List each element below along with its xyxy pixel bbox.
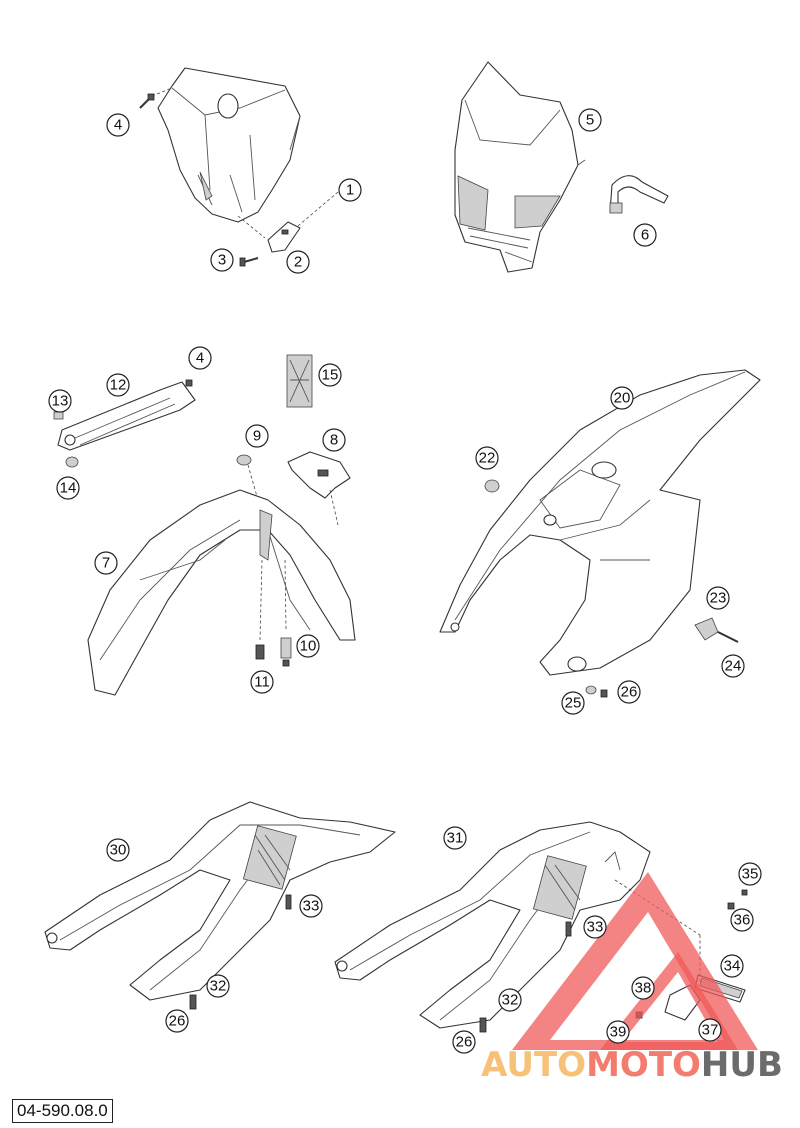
watermark-moto: MOTO xyxy=(586,1045,701,1085)
callout: 33 xyxy=(299,894,323,918)
headlight-clamp-part xyxy=(609,175,669,214)
callout: 15 xyxy=(318,363,342,387)
callout-label: 3 xyxy=(218,252,226,269)
callout: 38 xyxy=(631,976,655,1000)
callout-label: 32 xyxy=(502,992,519,1009)
callout: 23 xyxy=(706,586,730,610)
watermark-text: AUTOMOTOHUB xyxy=(481,1045,783,1085)
callout-label: 32 xyxy=(210,978,227,995)
watermark-hub: HUB xyxy=(701,1045,783,1085)
callout-label: 9 xyxy=(253,428,261,445)
callout: 26 xyxy=(452,1030,476,1054)
rear-fender-part xyxy=(439,369,761,698)
side-panel-part xyxy=(334,821,651,1029)
callout-label: 26 xyxy=(169,1013,186,1030)
watermark-logo: AUTOMOTOHUB xyxy=(481,872,783,1085)
mask-bracket-part xyxy=(237,191,339,253)
callout-label: 22 xyxy=(479,450,496,467)
callout-label: 23 xyxy=(710,590,727,607)
callout: 9 xyxy=(245,424,269,448)
callout: 22 xyxy=(475,446,499,470)
callout: 32 xyxy=(498,988,522,1012)
callout-label: 36 xyxy=(734,912,751,929)
callout-label: 24 xyxy=(725,658,742,675)
document-code: 04-590.08.0 xyxy=(12,1099,113,1123)
callout: 39 xyxy=(606,1020,630,1044)
headlight-mask-part xyxy=(454,61,586,273)
callout: 33 xyxy=(583,915,607,939)
callout-label: 7 xyxy=(102,555,110,572)
fender-bracket-part xyxy=(247,451,351,526)
callout-label: 31 xyxy=(447,830,464,847)
callout-label: 33 xyxy=(303,898,320,915)
callout: 4 xyxy=(106,113,130,137)
callout: 3 xyxy=(210,248,234,272)
callout: 32 xyxy=(206,974,230,998)
callout: 26 xyxy=(165,1009,189,1033)
callout-label: 15 xyxy=(322,367,339,384)
callout-label: 33 xyxy=(587,919,604,936)
callout: 2 xyxy=(286,250,310,274)
screw-part xyxy=(139,87,259,267)
callout-label: 34 xyxy=(724,958,741,975)
callout: 6 xyxy=(633,223,657,247)
callout-label: 2 xyxy=(294,254,302,271)
side-panel-part xyxy=(44,801,396,1010)
callout: 13 xyxy=(48,389,72,413)
watermark-auto: AUTO xyxy=(481,1045,586,1085)
number-plate-part xyxy=(57,379,196,451)
callout-label: 13 xyxy=(52,393,69,410)
callout-label: 25 xyxy=(565,695,582,712)
callout: 30 xyxy=(106,838,130,862)
callout-label: 37 xyxy=(702,1022,719,1039)
callout-label: 5 xyxy=(586,112,594,129)
callout-label: 26 xyxy=(621,684,638,701)
callout-label: 35 xyxy=(742,866,759,883)
callout: 7 xyxy=(94,551,118,575)
callout: 8 xyxy=(322,428,346,452)
sticker-part xyxy=(286,354,313,408)
callout: 31 xyxy=(443,826,467,850)
callout: 5 xyxy=(578,108,602,132)
front-fender-part xyxy=(87,489,356,696)
callout-label: 20 xyxy=(614,390,631,407)
callout: 14 xyxy=(56,476,80,500)
callout: 26 xyxy=(617,680,641,704)
callout-label: 6 xyxy=(641,227,649,244)
callout: 36 xyxy=(730,908,754,932)
callout-label: 39 xyxy=(610,1024,627,1041)
callout-label: 1 xyxy=(346,182,354,199)
callout: 11 xyxy=(250,670,274,694)
callout: 20 xyxy=(610,386,634,410)
callout: 12 xyxy=(106,373,130,397)
headlight-mask-part xyxy=(157,67,301,223)
callout-label: 10 xyxy=(300,638,317,655)
spacer-part xyxy=(236,454,252,466)
callout-label: 26 xyxy=(456,1034,473,1051)
callout: 1 xyxy=(338,178,362,202)
callout-label: 11 xyxy=(254,674,270,691)
callout-label: 4 xyxy=(114,117,122,134)
screw-part xyxy=(255,637,292,667)
callout-label: 4 xyxy=(196,350,204,367)
callout-label: 14 xyxy=(60,480,77,497)
callout: 10 xyxy=(296,634,320,658)
callout-label: 12 xyxy=(110,377,127,394)
callout: 24 xyxy=(721,654,745,678)
callout: 25 xyxy=(561,691,585,715)
callout: 34 xyxy=(720,954,744,978)
callout: 35 xyxy=(738,862,762,886)
callout: 37 xyxy=(698,1018,722,1042)
callout-label: 38 xyxy=(635,980,652,997)
callout-label: 8 xyxy=(330,432,338,449)
callout: 4 xyxy=(188,346,212,370)
callout-label: 30 xyxy=(110,842,127,859)
